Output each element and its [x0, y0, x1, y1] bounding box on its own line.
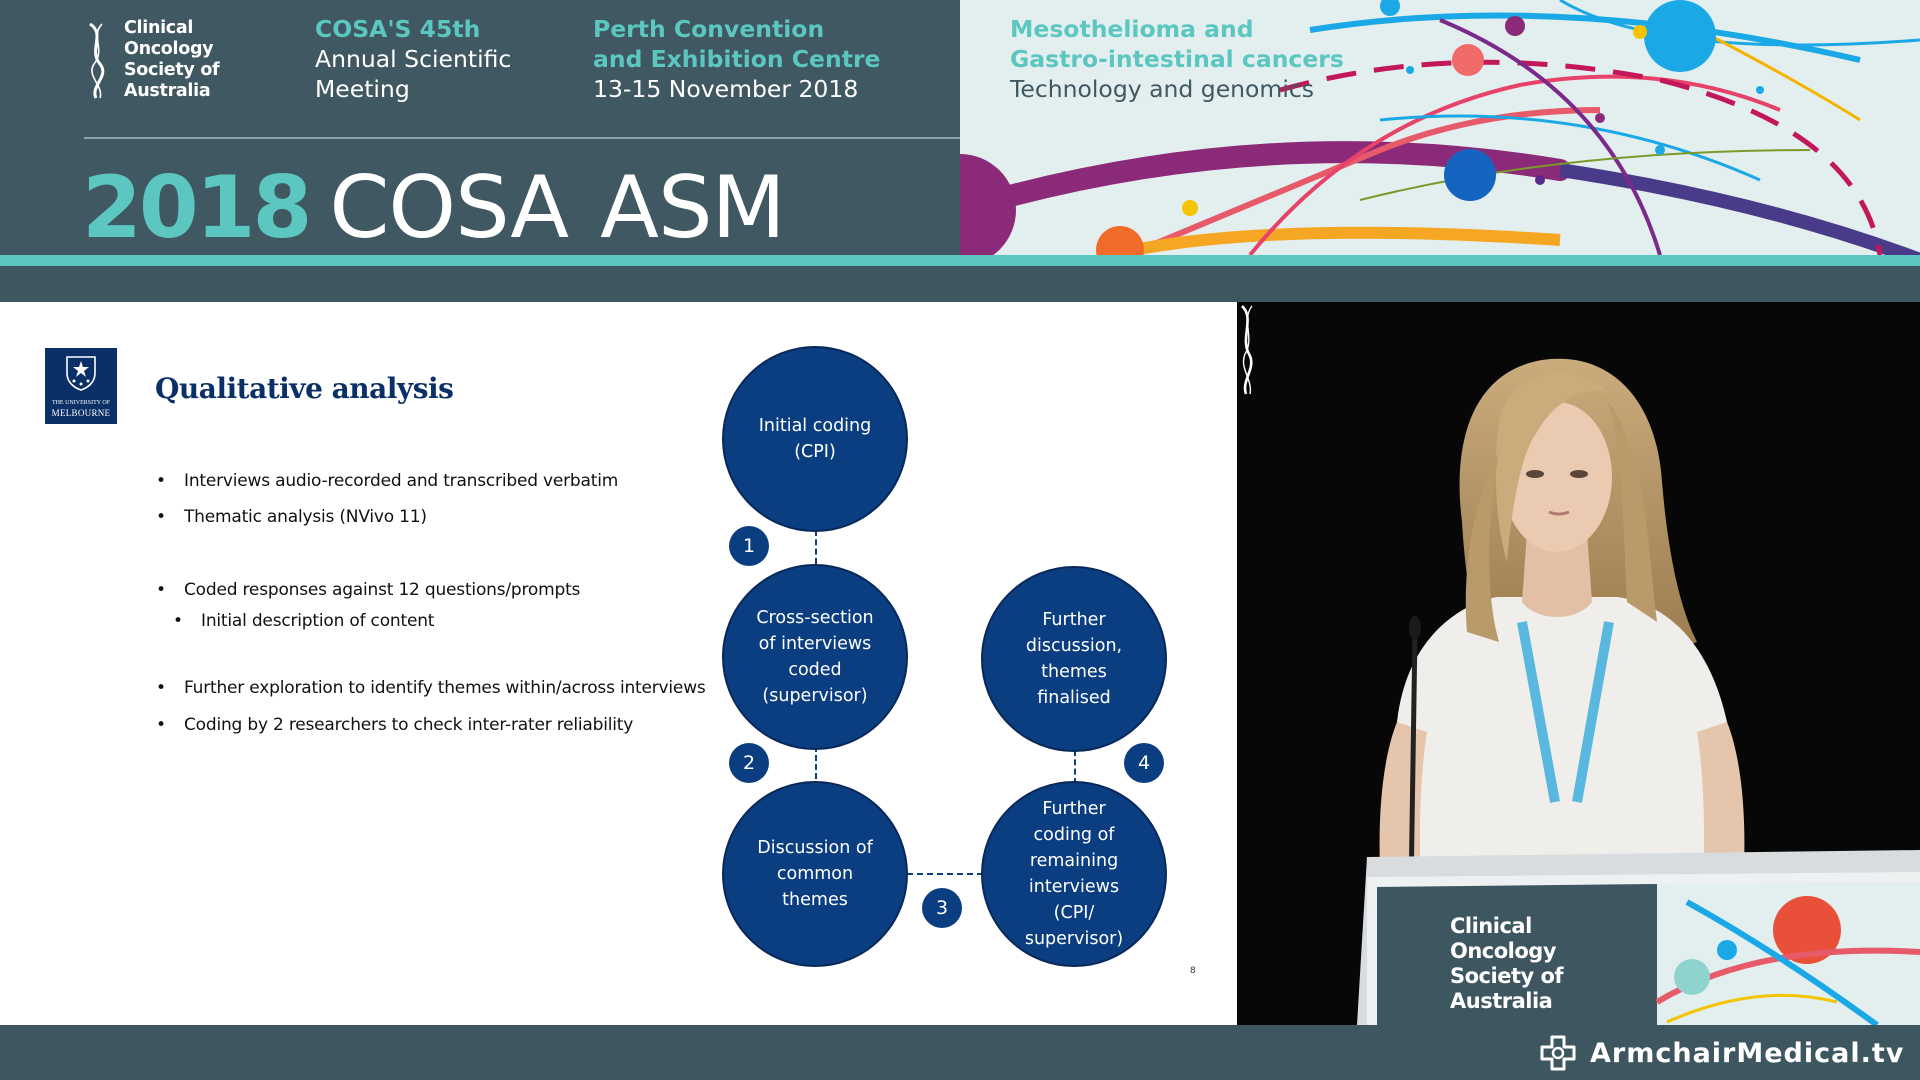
header-divider	[84, 137, 960, 139]
cosa-ribbon-icon	[89, 22, 105, 99]
meeting-info: COSA'S 45th Annual Scientific Meeting	[315, 14, 511, 104]
theme-line-3: Technology and genomics	[1010, 75, 1315, 103]
theme-line-1: Mesothelioma and	[1010, 15, 1254, 43]
event-year: 2018	[82, 158, 312, 255]
event-name-cosa: COSA	[329, 158, 569, 255]
flow-node-further-coding: Further coding of remaining interviews (…	[981, 781, 1167, 967]
step-number-4: 4	[1124, 743, 1164, 783]
meeting-line-3: Meeting	[315, 75, 410, 103]
footer-bar: ArmchairMedical.tv	[0, 1025, 1920, 1080]
university-crest-icon	[66, 356, 96, 391]
meeting-number: COSA'S 45th	[315, 15, 481, 43]
broadcaster-brand: ArmchairMedical.tv	[1538, 1033, 1904, 1073]
slide-title: Qualitative analysis	[155, 372, 454, 405]
bullet-item: •Coded responses against 12 questions/pr…	[156, 580, 581, 600]
university-name-small: THE UNIVERSITY OF	[51, 400, 111, 406]
theme-info: Mesothelioma and Gastro-intestinal cance…	[1010, 14, 1344, 104]
broadcaster-brand-text: ArmchairMedical.tv	[1590, 1037, 1905, 1069]
podium-cosa-ribbon-icon	[1241, 305, 1253, 395]
event-dates: 13-15 November 2018	[593, 75, 859, 103]
theme-line-2: Gastro-intestinal cancers	[1010, 45, 1344, 73]
cosa-logo-text: Clinical Oncology Society of Australia	[124, 18, 220, 101]
step-number-3: 3	[922, 888, 962, 928]
step-number-2: 2	[729, 743, 769, 783]
step-number-1: 1	[729, 526, 769, 566]
connector-1-2	[815, 530, 817, 564]
event-banner: Clinical Oncology Society of Australia C…	[0, 0, 1920, 255]
flow-node-themes-finalised: Further discussion, themes finalised	[981, 566, 1167, 752]
connector-3-4	[907, 873, 983, 875]
speaker-scene	[1357, 358, 1920, 1025]
medical-cross-icon	[1540, 1035, 1576, 1071]
presentation-slide: THE UNIVERSITY OF MELBOURNE Qualitative …	[0, 302, 1237, 1025]
venue-line-1: Perth Convention	[593, 15, 825, 43]
bullet-item: •Further exploration to identify themes …	[156, 678, 706, 698]
flow-node-cross-section: Cross-section of interviews coded (super…	[722, 564, 908, 750]
connector-2-3	[815, 746, 817, 788]
slide-page-number: 8	[1190, 966, 1196, 976]
connector-4-5	[1074, 750, 1076, 784]
podium-logo-text: Clinical Oncology Society of Australia	[1450, 914, 1564, 1013]
flow-node-discussion: Discussion of common themes	[722, 781, 908, 967]
speaker-video: Clinical Oncology Society of Australia	[1237, 302, 1920, 1025]
flow-node-initial-coding: Initial coding (CPI)	[722, 346, 908, 532]
cosa-logo: Clinical Oncology Society of Australia	[84, 18, 234, 108]
bullet-item: •Coding by 2 researchers to check inter-…	[156, 715, 634, 735]
university-logo: THE UNIVERSITY OF MELBOURNE	[45, 348, 117, 424]
sub-bullet-item: •Initial description of content	[173, 611, 435, 631]
venue-line-2: and Exhibition Centre	[593, 45, 881, 73]
event-name-asm: ASM	[600, 158, 786, 255]
bullet-item: •Thematic analysis (NVivo 11)	[156, 507, 427, 527]
meeting-line-2: Annual Scientific	[315, 45, 512, 73]
banner-accent-strip	[0, 255, 1920, 266]
university-name: MELBOURNE	[51, 408, 111, 418]
orbit-graphic	[960, 0, 1920, 255]
bullet-item: •Interviews audio-recorded and transcrib…	[156, 471, 619, 491]
banner-artwork	[960, 0, 1920, 255]
venue-info: Perth Convention and Exhibition Centre 1…	[593, 14, 881, 104]
